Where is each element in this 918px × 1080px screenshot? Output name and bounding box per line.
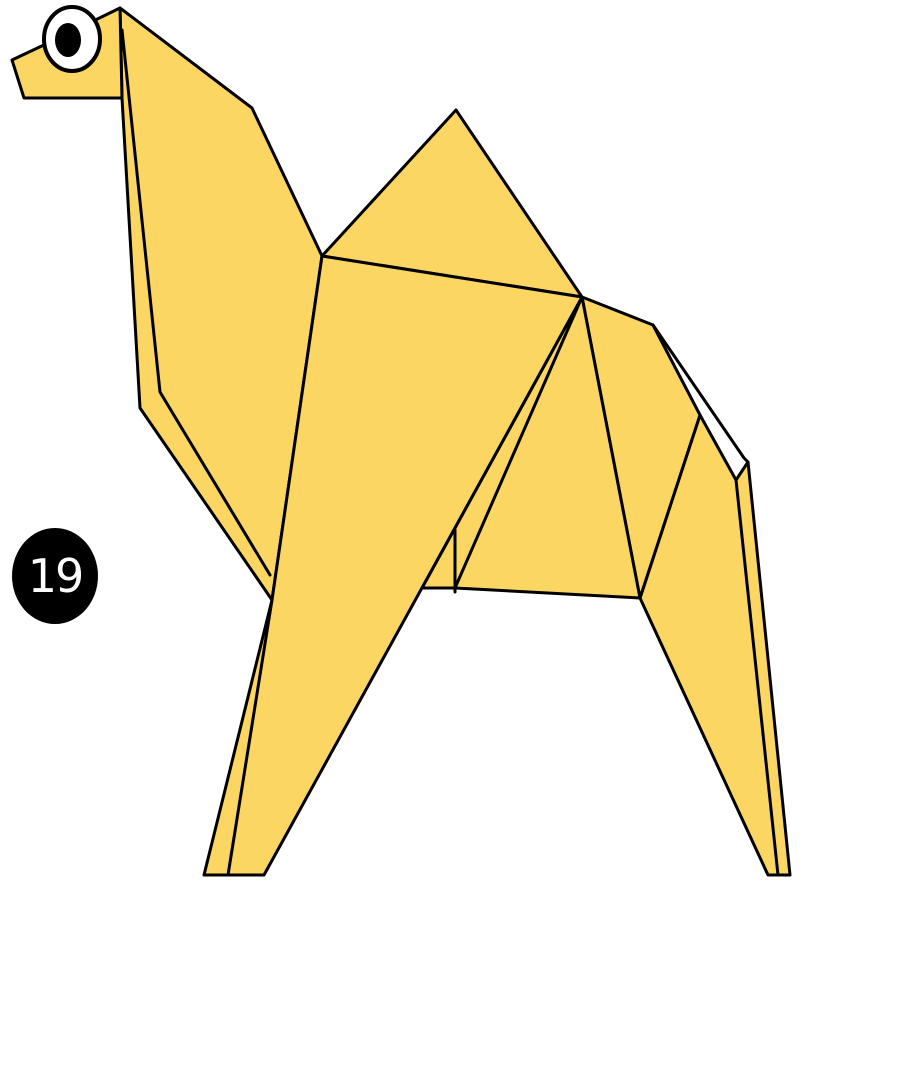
belly-crease-1: [453, 295, 584, 590]
step-number-badge: 19: [12, 528, 98, 624]
front-leg-crease: [226, 598, 274, 877]
eye-pupil: [55, 23, 81, 57]
hind-leg-crease: [734, 478, 780, 877]
neck-crease: [120, 28, 272, 577]
rear-edge-line: [651, 323, 750, 464]
front-body-panel: [202, 254, 584, 877]
step-number-label: 19: [27, 549, 85, 603]
